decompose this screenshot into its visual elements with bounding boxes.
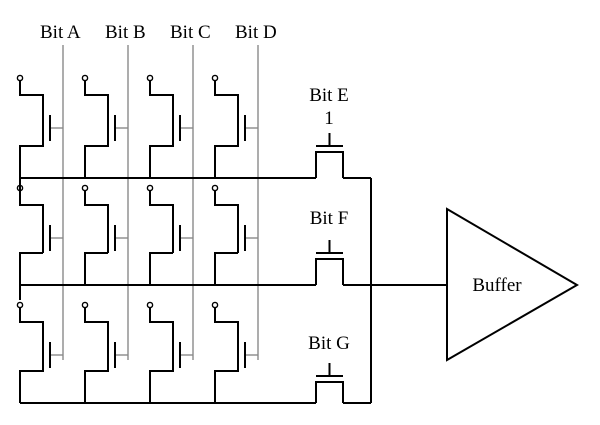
buffer: Buffer	[446, 207, 579, 362]
cell-terminal	[81, 184, 89, 192]
cell-r2-d	[211, 184, 258, 285]
bit-f-label: Bit F	[310, 208, 349, 229]
cell-r3-b	[81, 301, 128, 403]
series-gate-g: Bit G	[308, 333, 350, 403]
cell-terminal	[81, 301, 89, 309]
cell-leads	[214, 308, 239, 403]
cell-r1-b	[81, 74, 128, 178]
buffer-triangle	[446, 207, 579, 362]
bit-g-label: Bit G	[308, 333, 350, 354]
bit-e-value: 1	[324, 108, 334, 129]
bit-lines	[62, 45, 259, 360]
cell-terminal	[211, 74, 219, 82]
cell-r2-a	[16, 184, 63, 285]
cell-r1-a	[16, 74, 63, 178]
cell-r3-c	[146, 301, 193, 403]
cell-terminal	[16, 74, 24, 82]
cell-leads	[84, 81, 109, 178]
gate-g-channel	[315, 381, 344, 403]
bit-a-label: Bit A	[40, 22, 81, 43]
cell-leads	[19, 308, 44, 403]
bit-b-label: Bit B	[105, 22, 146, 43]
series-gate-e: Bit E 1	[309, 85, 349, 178]
cell-terminal	[81, 74, 89, 82]
cell-leads	[149, 81, 174, 178]
bit-d-label: Bit D	[235, 22, 277, 43]
cell-terminal	[146, 184, 154, 192]
cell-terminal	[146, 74, 154, 82]
buffer-label: Buffer	[472, 275, 522, 296]
cell-terminal	[211, 301, 219, 309]
cell-r3-d	[211, 301, 258, 403]
cell-leads	[149, 191, 174, 285]
series-gate-f: Bit F	[310, 208, 349, 285]
output-bus	[343, 177, 447, 404]
gate-f-channel	[315, 258, 344, 285]
bit-e-label: Bit E	[309, 85, 349, 106]
gate-e-channel	[315, 151, 344, 178]
cell-leads	[214, 81, 239, 178]
transistor-cells	[16, 74, 258, 403]
cell-leads	[84, 308, 109, 403]
cell-r1-d	[211, 74, 258, 178]
cell-r2-b	[81, 184, 128, 285]
cell-terminal	[146, 301, 154, 309]
cell-leads	[19, 81, 44, 178]
cell-leads	[84, 191, 109, 285]
cell-r2-c	[146, 184, 193, 285]
cell-leads	[214, 191, 239, 285]
cell-r1-c	[146, 74, 193, 178]
row-wires	[19, 177, 316, 404]
bit-c-label: Bit C	[170, 22, 211, 43]
cell-r3-a	[16, 301, 63, 403]
cell-leads	[19, 191, 44, 285]
cell-terminal	[16, 301, 24, 309]
cell-terminal	[211, 184, 219, 192]
cell-leads	[149, 308, 174, 403]
